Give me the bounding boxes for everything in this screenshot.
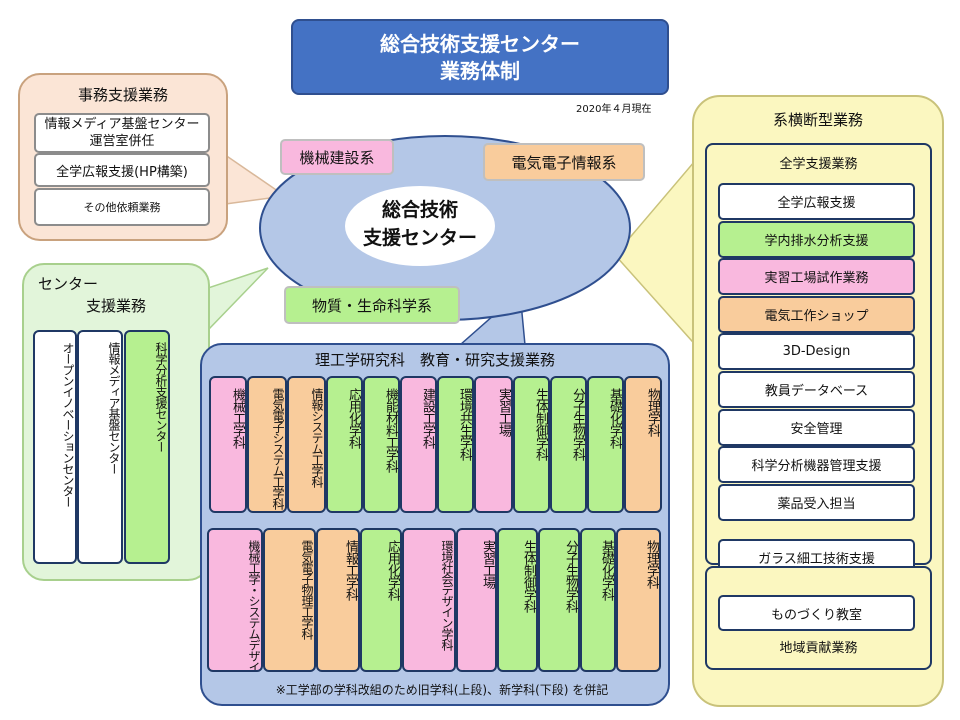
center-support-item-media-center: 情報メディア基盤センター — [77, 330, 123, 564]
chiiki-title: 地域貢献業務 — [779, 641, 858, 656]
research-lower-dept: 生体制御学科 — [497, 528, 538, 672]
research-upper-dept: 建設工学科 — [400, 376, 437, 513]
research-lower-dept: 機械工学・システムデザイン学科 — [207, 528, 263, 672]
research-upper-dept: 分子生物学科 — [550, 376, 587, 513]
research-upper-dept: 機械工学科 — [209, 376, 247, 513]
title-line1: 総合技術支援センター — [380, 32, 580, 56]
center-support-item-analysis-center: 科学分析支援センター — [124, 330, 170, 564]
research-upper-dept: 物理学科 — [624, 376, 662, 513]
center-support-item-open-innovation: オープンイノベーションセンター — [33, 330, 77, 564]
research-upper-dept: 情報システム工学科 — [287, 376, 326, 513]
zengaku-item: 薬品受入担当 — [718, 483, 915, 521]
research-upper-dept: 環境共生学科 — [437, 376, 474, 513]
zengaku-item: 実習工場試作業務 — [718, 258, 915, 296]
research-note: ※工学部の学科改組のため旧学科(上段)、新学科(下段) を併記 — [275, 683, 609, 697]
date-label: 2020年４月現在 — [576, 104, 652, 115]
center-support-callout-pointer — [207, 267, 269, 332]
center-label-ellipse — [345, 186, 495, 266]
research-upper-dept: 実習工場 — [474, 376, 513, 513]
center-label: 総合技術 支援センター — [345, 196, 495, 252]
cross-title: 系横断型業務 — [772, 111, 863, 129]
research-lower-dept: 応用化学科 — [360, 528, 402, 672]
research-lower-dept: 分子生物学科 — [538, 528, 580, 672]
tag-kikai-kensetsu: 機械建設系 — [280, 139, 394, 175]
center-label-line1: 総合技術 — [381, 199, 458, 221]
research-upper-dept: 基礎化学科 — [587, 376, 624, 513]
chiiki-item-monozukuri: ものづくり教室 — [718, 595, 915, 631]
research-upper-dept: 応用化学科 — [326, 376, 363, 513]
title-box: 総合技術支援センター 業務体制 — [291, 19, 669, 95]
center-label-line2: 支援センター — [362, 227, 477, 249]
tag-busshitsu-seimei: 物質・生命科学系 — [284, 286, 460, 324]
center-support-title-line2: 支援業務 — [86, 297, 147, 315]
research-lower-dept: 基礎化学科 — [580, 528, 616, 672]
zengaku-title: 全学支援業務 — [779, 157, 858, 172]
research-lower-dept: 電気電子物理工学科 — [263, 528, 316, 672]
center-support-title-line1: センター — [38, 275, 99, 293]
research-lower-dept: 情報工学科 — [316, 528, 360, 672]
research-title: 理工学研究科 教育・研究支援業務 — [314, 351, 555, 369]
zengaku-item: 教員データベース — [718, 371, 915, 408]
title-line2: 業務体制 — [440, 59, 520, 83]
research-lower-dept: 物理学科 — [616, 528, 661, 672]
zengaku-item: 学内排水分析支援 — [718, 220, 915, 258]
zengaku-item: 全学広報支援 — [718, 183, 915, 220]
jimu-item-pr-support: 全学広報支援(HP構築) — [34, 153, 210, 187]
zengaku-item: 安全管理 — [718, 408, 915, 446]
zengaku-item: 3D-Design — [718, 333, 915, 371]
jimu-item-media-center: 情報メディア基盤センター運営室併任 — [34, 113, 210, 153]
research-lower-dept: 環境社会デザイン学科 — [402, 528, 456, 672]
cross-callout-pointer — [614, 152, 701, 352]
zengaku-item: 科学分析機器管理支援 — [718, 446, 915, 484]
research-upper-dept: 生体制御学科 — [513, 376, 550, 513]
research-lower-dept: 実習工場 — [456, 528, 497, 672]
jimu-title: 事務支援業務 — [77, 86, 168, 104]
jimu-item-other: その他依頼業務 — [34, 188, 210, 226]
tag-denki-denshi-joho: 電気電子情報系 — [483, 143, 645, 181]
research-upper-dept: 機能材料工学科 — [363, 376, 400, 513]
zengaku-item: 電気工作ショップ — [718, 295, 915, 333]
research-upper-dept: 電気電子システム工学科 — [247, 376, 287, 513]
